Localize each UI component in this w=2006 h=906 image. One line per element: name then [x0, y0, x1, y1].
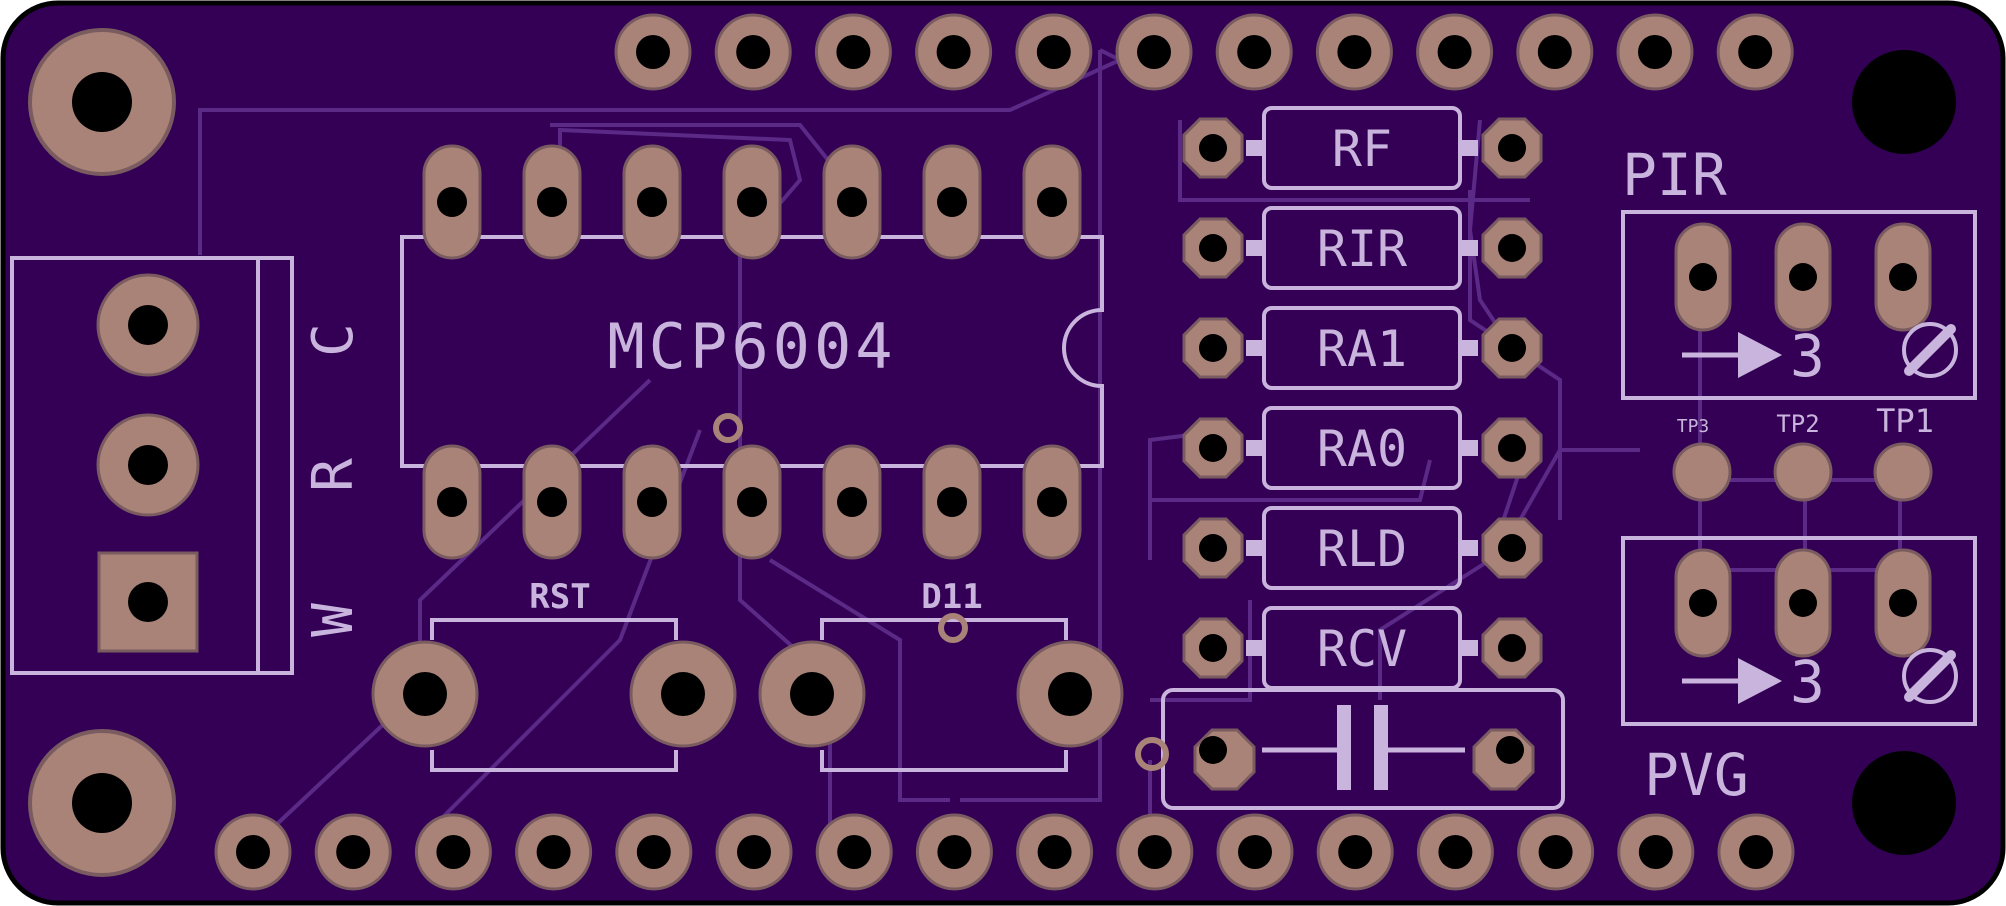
terminal-label-r: R	[301, 458, 366, 492]
header-pin	[715, 813, 793, 891]
ic-pin	[722, 144, 782, 260]
terminal-block: C R W	[10, 256, 366, 675]
header-pin	[1416, 13, 1494, 91]
header-pin	[314, 813, 392, 891]
test-point-label-tp2: TP2	[1776, 410, 1819, 438]
pot-pir-marker: 3	[1790, 322, 1825, 390]
via	[713, 413, 743, 443]
header-pin	[614, 13, 692, 91]
ic-package: MCP6004	[400, 144, 1104, 560]
resistor-label: RA0	[1317, 420, 1407, 478]
header-row-top	[614, 13, 1794, 91]
resistor: RA1	[1182, 306, 1543, 390]
reset-button: RST	[371, 577, 737, 772]
ic-pin	[522, 144, 582, 260]
ic-pin	[1022, 444, 1082, 560]
d11-button: D11	[758, 577, 1124, 772]
resistor: RLD	[1182, 506, 1543, 590]
header-pin	[814, 13, 892, 91]
via	[1135, 737, 1169, 771]
resistor-label: RCV	[1317, 620, 1407, 678]
capacitor	[1135, 688, 1565, 810]
header-pin	[1517, 813, 1595, 891]
ic-pin	[922, 144, 982, 260]
header-pin	[1716, 13, 1794, 91]
ic-pin	[822, 444, 882, 560]
pot-pir-label: PIR	[1622, 141, 1727, 209]
resistor: RIR	[1182, 206, 1543, 290]
header-pin	[1516, 13, 1594, 91]
header-pin	[1617, 813, 1695, 891]
resistor: RA0	[1182, 406, 1543, 490]
header-pin	[1315, 13, 1393, 91]
ic-pin	[622, 144, 682, 260]
test-point-label-tp1: TP1	[1876, 402, 1934, 440]
header-pin	[515, 813, 593, 891]
header-pin	[414, 813, 492, 891]
resistor-label: RLD	[1317, 520, 1407, 578]
ic-pin	[922, 444, 982, 560]
resistor: RF	[1182, 106, 1543, 190]
test-points: TP3 TP2 TP1	[1672, 402, 1934, 502]
ic-label: MCP6004	[607, 310, 896, 383]
header-pin	[214, 813, 292, 891]
terminal-label-c: C	[301, 323, 366, 357]
ic-pin	[422, 144, 482, 260]
header-pin	[1316, 813, 1394, 891]
adjust-screw-icon	[1902, 322, 1958, 378]
ic-pin	[822, 144, 882, 260]
test-point-label-tp3: TP3	[1677, 416, 1710, 437]
d11-button-label: D11	[921, 577, 982, 617]
header-pin	[815, 813, 893, 891]
ic-pins-bottom	[422, 444, 1082, 560]
mounting-holes	[28, 28, 1956, 877]
ic-pin	[722, 444, 782, 560]
header-pin	[915, 813, 993, 891]
ic-pin	[522, 444, 582, 560]
resistor-label: RF	[1332, 120, 1392, 178]
header-pin	[1215, 13, 1293, 91]
header-pin	[714, 13, 792, 91]
adjust-screw-icon	[1902, 648, 1958, 704]
pot-pvg-marker: 3	[1790, 648, 1825, 716]
pot-pvg-label: PVG	[1644, 741, 1749, 809]
header-pin	[1115, 13, 1193, 91]
header-pin	[915, 13, 993, 91]
ic-pin	[422, 444, 482, 560]
header-pin	[1016, 813, 1094, 891]
ic-pin	[1022, 144, 1082, 260]
header-pin	[1717, 813, 1795, 891]
pot-pir: PIR 3	[1621, 141, 1977, 400]
reset-button-label: RST	[529, 577, 590, 617]
resistor-label: RIR	[1317, 220, 1408, 278]
ic-pins-top	[422, 144, 1082, 260]
header-pin	[1616, 13, 1694, 91]
ic-pin	[622, 444, 682, 560]
header-pin	[1116, 813, 1194, 891]
terminal-label-w: W	[301, 603, 366, 637]
header-pin	[615, 813, 693, 891]
resistor: RCV	[1182, 606, 1543, 690]
header-pin	[1015, 13, 1093, 91]
arrow-right-icon	[1738, 658, 1782, 704]
resistor-label: RA1	[1317, 320, 1407, 378]
arrow-right-icon	[1738, 332, 1782, 378]
header-pin	[1416, 813, 1494, 891]
header-pin	[1216, 813, 1294, 891]
pot-pvg: 3 PVG	[1621, 536, 1977, 809]
via	[938, 613, 968, 643]
header-row-bottom	[214, 813, 1795, 891]
